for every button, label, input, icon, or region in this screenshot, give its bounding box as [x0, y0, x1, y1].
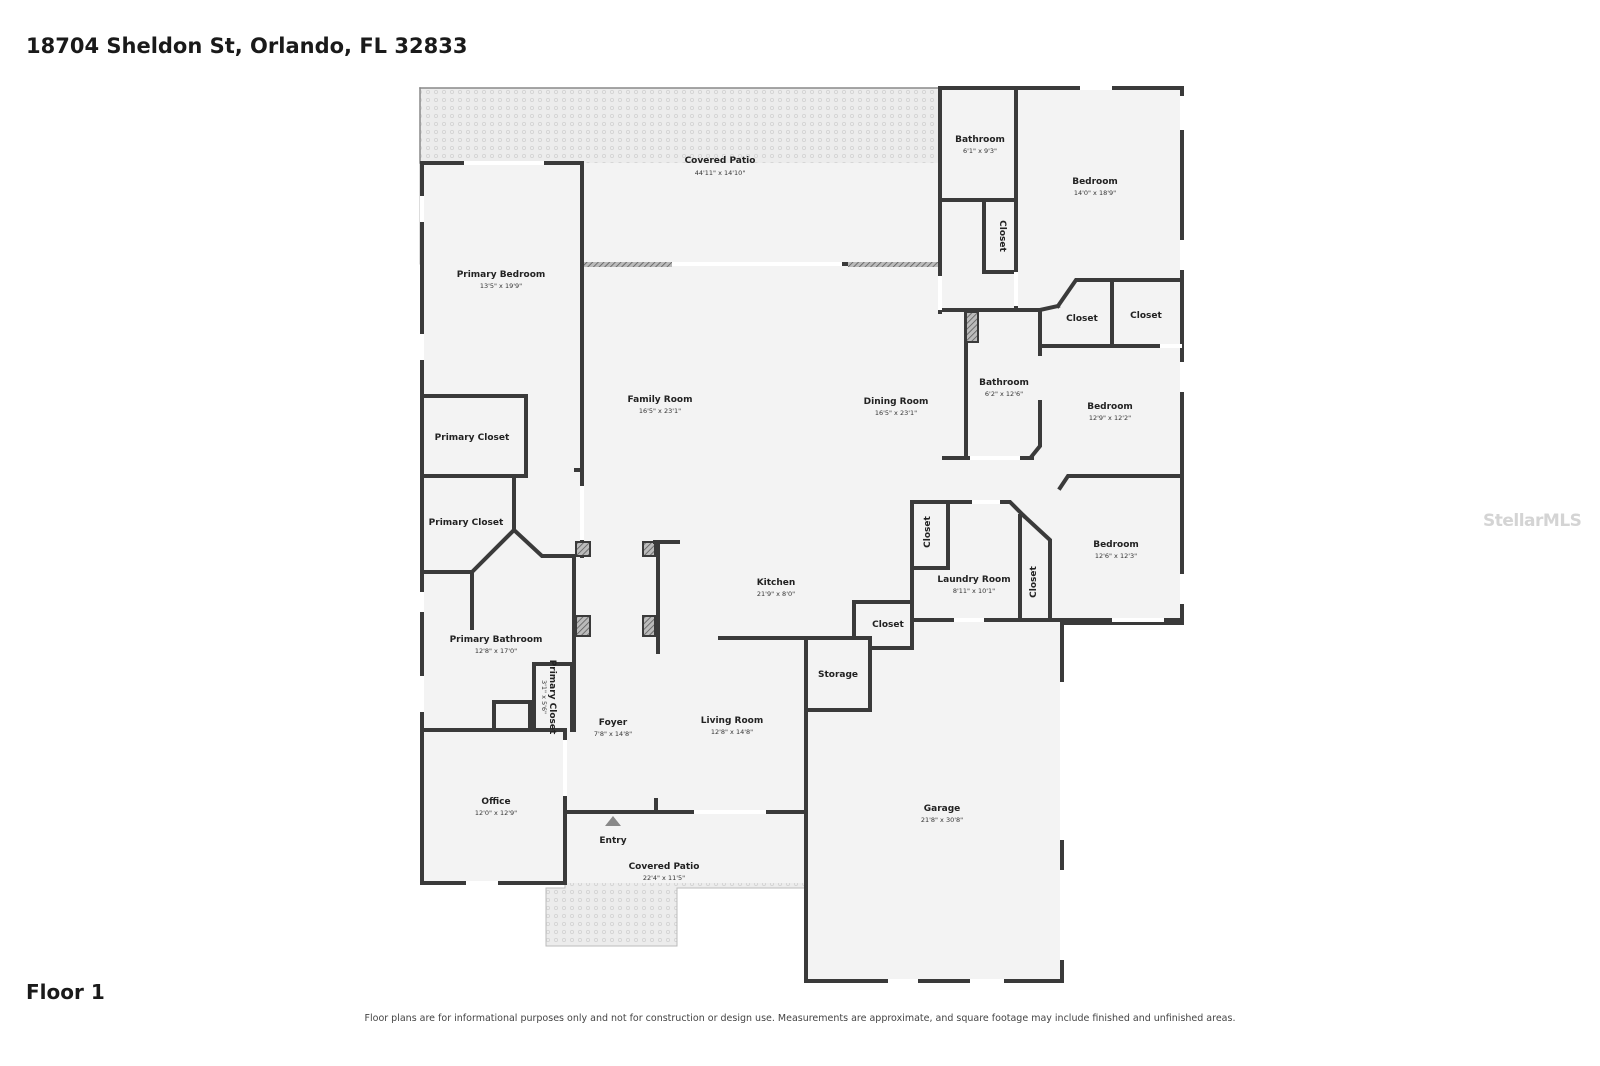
room-dims-living-room: 12'8" x 14'8": [711, 728, 753, 736]
room-name-primary-bathroom: Primary Bathroom: [450, 635, 543, 645]
room-name-storage: Storage: [818, 670, 858, 680]
room-name-closet-mid-b: Closet: [1130, 311, 1162, 321]
room-name-foyer: Foyer: [599, 718, 628, 728]
room-name-primary-closet-1: Primary Closet: [435, 433, 510, 443]
room-labels: Covered Patio 44'11" x 14'10" Bathroom 6…: [429, 135, 1163, 882]
disclaimer-text: Floor plans are for informational purpos…: [364, 1013, 1236, 1024]
room-dims-bathroom-top: 6'1" x 9'3": [963, 147, 997, 155]
room-dims-primary-bathroom: 12'8" x 17'0": [475, 647, 517, 655]
room-name-primary-closet-2: Primary Closet: [429, 518, 504, 528]
room-name-closet-mid-a: Closet: [1066, 314, 1098, 324]
room-name-dining-room: Dining Room: [864, 397, 929, 407]
room-dims-foyer: 7'8" x 14'8": [594, 730, 632, 738]
floor-label: Floor 1: [26, 980, 105, 1004]
room-name-garage: Garage: [924, 804, 961, 814]
room-dims-bathroom-mid: 6'2" x 12'6": [985, 390, 1023, 398]
room-dims-bedroom-se: 12'6" x 12'3": [1095, 552, 1137, 560]
room-name-covered-patio-back: Covered Patio: [685, 156, 756, 166]
room-name-bedroom-e: Bedroom: [1087, 402, 1133, 412]
room-dims-primary-bedroom: 13'5" x 19'9": [480, 282, 522, 290]
room-name-bathroom-mid: Bathroom: [979, 378, 1029, 388]
room-name-bathroom-top: Bathroom: [955, 135, 1005, 145]
room-name-primary-bedroom: Primary Bedroom: [457, 270, 546, 280]
room-dims-dining-room: 16'5" x 23'1": [875, 409, 917, 417]
garage-fill: [806, 623, 1062, 981]
east-wing-fill: [940, 88, 1182, 623]
room-dims-covered-patio-front: 22'4" x 11'5": [643, 874, 685, 882]
room-dims-garage: 21'8" x 30'8": [921, 816, 963, 824]
address-title: 18704 Sheldon St, Orlando, FL 32833: [26, 34, 468, 58]
room-dims-bedroom-ne: 14'0" x 18'9": [1074, 189, 1116, 197]
room-name-closet-vertical: Closet: [1029, 565, 1039, 597]
room-dims-kitchen: 21'9" x 8'0": [757, 590, 795, 598]
room-dims-family-room: 16'5" x 23'1": [639, 407, 681, 415]
room-dims-bedroom-e: 12'9" x 12'2": [1089, 414, 1131, 422]
room-dims-primary-closet-small: 3'1" x 5'6": [540, 680, 548, 714]
floor-fills: [422, 88, 1182, 981]
room-name-closet-kitchen: Closet: [872, 620, 904, 630]
room-name-bedroom-ne: Bedroom: [1072, 177, 1118, 187]
room-name-covered-patio-front: Covered Patio: [629, 862, 700, 872]
room-name-laundry-room: Laundry Room: [937, 575, 1010, 585]
room-dims-covered-patio-back: 44'11" x 14'10": [695, 169, 746, 177]
room-name-family-room: Family Room: [628, 395, 693, 405]
room-name-closet-laundry: Closet: [923, 515, 933, 547]
entry-arrow-icon: [605, 816, 621, 826]
room-name-bedroom-se: Bedroom: [1093, 540, 1139, 550]
room-name-primary-closet-small: Primary Closet: [547, 660, 557, 735]
entry-label: Entry: [599, 836, 626, 846]
room-name-closet-top: Closet: [997, 220, 1007, 252]
watermark: StellarMLS: [1483, 511, 1582, 531]
room-name-living-room: Living Room: [701, 716, 763, 726]
room-name-office: Office: [481, 797, 510, 807]
room-dims-office: 12'0" x 12'9": [475, 809, 517, 817]
room-name-kitchen: Kitchen: [757, 578, 796, 588]
openings: [420, 86, 1184, 983]
room-dims-laundry-room: 8'11" x 10'1": [953, 587, 995, 595]
